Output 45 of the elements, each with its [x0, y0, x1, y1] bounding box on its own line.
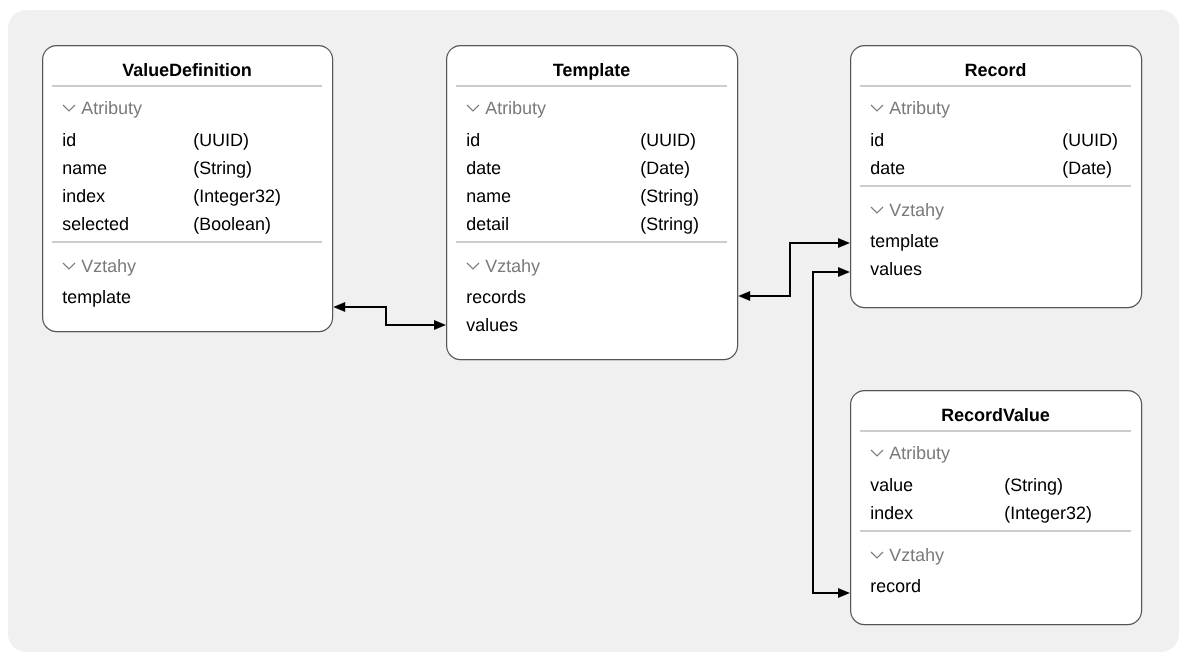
- section-header: Atributy: [889, 446, 950, 463]
- relationship-name: values: [870, 262, 922, 276]
- attribute-name: index: [871, 506, 913, 520]
- relationship-name: template: [870, 234, 939, 251]
- attribute-type: (Date): [641, 161, 689, 178]
- connector-arrow: [738, 238, 850, 301]
- attribute-name: id: [467, 133, 479, 147]
- attribute-name: value: [870, 478, 913, 492]
- attribute-type: (String): [194, 161, 251, 178]
- relationship-name: records: [467, 290, 526, 304]
- section-header: Vztahy: [889, 548, 944, 565]
- attribute-type: (UUID): [1063, 133, 1117, 150]
- attribute-name: id: [63, 133, 75, 147]
- attribute-name: index: [63, 189, 105, 203]
- attribute-type: (UUID): [194, 133, 248, 150]
- attribute-type: (Boolean): [194, 217, 270, 234]
- attribute-name: detail: [466, 217, 508, 231]
- relationship-name: values: [466, 318, 518, 332]
- relationship-name: template: [62, 290, 131, 307]
- attribute-type: (Integer32): [194, 189, 280, 206]
- section-header: Vztahy: [889, 203, 944, 220]
- attribute-name: selected: [62, 217, 128, 231]
- section-header: Atributy: [485, 101, 546, 118]
- attribute-name: name: [467, 192, 511, 203]
- connector-arrow: [812, 267, 850, 598]
- relationship-name: record: [871, 579, 920, 593]
- attribute-type: (String): [1005, 478, 1062, 495]
- attribute-name: id: [871, 133, 883, 147]
- section-header: Vztahy: [81, 259, 136, 276]
- attribute-type: (String): [641, 217, 698, 234]
- section-header: Vztahy: [485, 259, 540, 276]
- attribute-name: date: [466, 161, 501, 175]
- entity-title: Record: [965, 63, 1026, 77]
- attribute-type: (Integer32): [1005, 506, 1091, 523]
- attribute-type: (Date): [1063, 161, 1111, 178]
- attribute-type: (String): [641, 189, 698, 206]
- entity-title: RecordValue: [942, 408, 1050, 422]
- attribute-name: name: [63, 164, 107, 175]
- attribute-type: (UUID): [641, 133, 695, 150]
- entity-title: ValueDefinition: [122, 63, 251, 77]
- attribute-name: date: [870, 161, 905, 175]
- entity-title: Template: [553, 63, 630, 80]
- section-header: Atributy: [81, 101, 142, 118]
- section-header: Atributy: [889, 101, 950, 118]
- connector-arrow: [333, 302, 446, 330]
